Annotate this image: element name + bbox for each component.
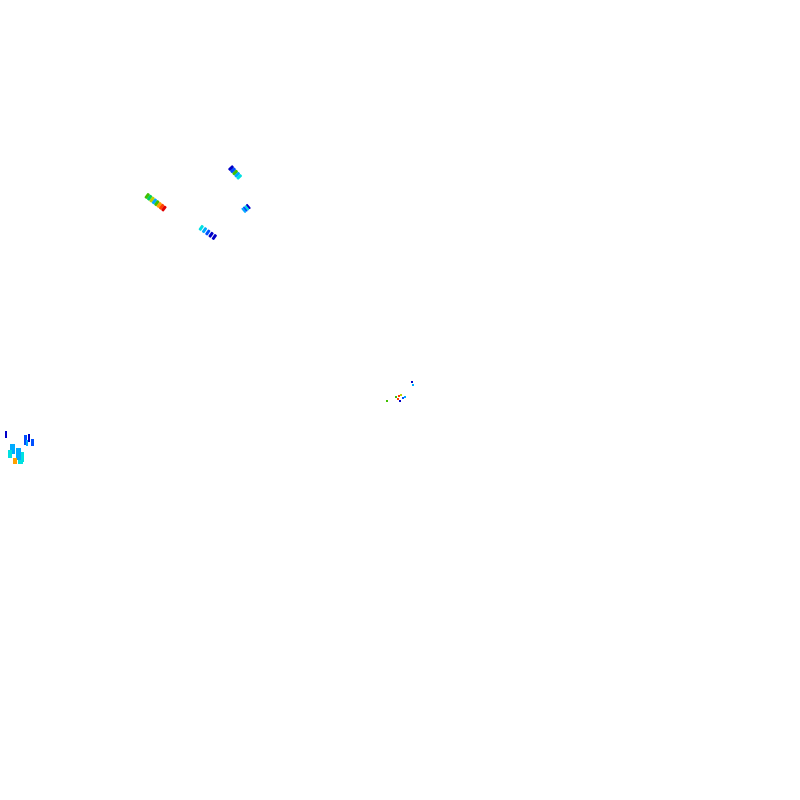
radar-speck xyxy=(399,400,401,402)
radar-speck xyxy=(404,396,406,398)
radar-speck xyxy=(398,395,400,397)
radar-speck xyxy=(397,398,399,400)
radar-cell-block xyxy=(26,440,28,446)
left-edge-cell-cluster xyxy=(4,430,34,464)
radar-speck xyxy=(402,397,404,399)
radar-speck xyxy=(412,384,414,386)
radar-cell-block xyxy=(10,444,15,454)
radar-cell-block xyxy=(18,460,23,464)
radar-speck xyxy=(395,396,397,398)
radar-speck xyxy=(386,400,388,402)
central-speck-cluster xyxy=(385,378,414,402)
radar-speck xyxy=(400,394,402,396)
radar-speck xyxy=(411,381,413,383)
radar-cell-block xyxy=(8,450,12,458)
radar-swath-d xyxy=(198,224,218,241)
radar-cell-block xyxy=(31,439,34,446)
radar-cell-block xyxy=(13,458,17,464)
radar-cell-block xyxy=(16,448,21,460)
radar-cell-block xyxy=(21,452,24,462)
radar-swath-c xyxy=(241,203,252,214)
radar-swath-b xyxy=(144,192,167,212)
radar-cell-block xyxy=(28,434,30,442)
radar-cell-block xyxy=(5,431,7,438)
radar-swath-a xyxy=(227,164,243,181)
radar-cell-block xyxy=(24,435,27,445)
